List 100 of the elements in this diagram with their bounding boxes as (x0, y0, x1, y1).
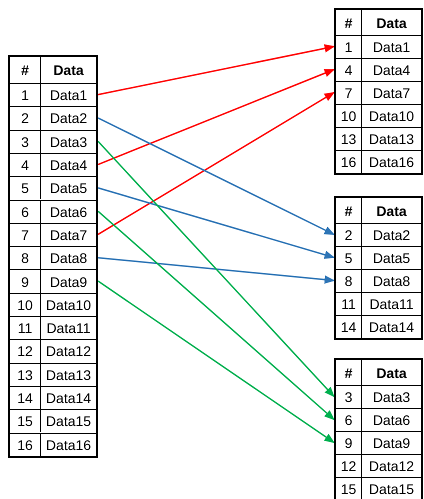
table-row (10, 269, 96, 293)
table-cell: 9 (10, 270, 41, 293)
data-table (334, 358, 423, 499)
table-cell: 2 (10, 107, 41, 130)
table-cell-text: Data15 (368, 480, 416, 499)
table-row (10, 432, 96, 456)
table-cell-text: Data10 (44, 296, 92, 315)
table-cell-text: Data16 (44, 436, 92, 455)
table-cell: 8 (336, 270, 362, 292)
table-row (10, 409, 96, 432)
arrow (98, 187, 335, 259)
data-table (334, 8, 423, 175)
table-cell-text: Data8 (372, 272, 412, 291)
arrow (98, 117, 335, 236)
table-cell: 7 (10, 224, 41, 246)
table-cell: 13 (336, 128, 362, 150)
table-row (10, 176, 96, 200)
table-cell: 14 (336, 316, 362, 338)
table-row (10, 130, 96, 153)
arrow (98, 68, 335, 166)
table-cell-text: Data5 (372, 249, 412, 268)
column-header: Data (52, 61, 85, 80)
table-cell-text: Data11 (45, 319, 92, 338)
table-cell: 16 (10, 434, 41, 456)
table-cell-text: Data9 (372, 434, 412, 453)
table-cell: 2 (336, 224, 362, 246)
table-cell-text: Data16 (368, 153, 416, 172)
table-cell-text: Data13 (44, 366, 92, 385)
column-header: Data (375, 14, 408, 32)
column-header: # (336, 198, 362, 223)
table-row (336, 35, 421, 58)
table-cell-text: Data15 (44, 412, 92, 432)
column-header: Data (375, 364, 408, 382)
table-cell: 6 (336, 409, 362, 431)
table-row (10, 246, 96, 270)
table-row (336, 58, 421, 81)
table-row (10, 222, 96, 246)
arrow (97, 140, 335, 398)
table-cell-text: Data10 (368, 107, 416, 126)
column-header: # (10, 57, 41, 83)
table-row (336, 269, 421, 292)
table-row (336, 127, 421, 150)
table-cell-text: Data11 (368, 295, 415, 314)
table-cell-text: Data9 (48, 272, 88, 292)
table-row (10, 152, 96, 176)
column-header: # (336, 360, 362, 385)
table-row (336, 150, 421, 173)
table-cell-text: Data13 (368, 130, 416, 149)
table-row (10, 386, 96, 410)
table-row (336, 223, 421, 246)
table-cell-text: Data3 (48, 132, 88, 152)
table-row (10, 339, 96, 363)
table-cell-text: Data7 (48, 226, 88, 245)
column-header: Data (375, 202, 408, 220)
table-cell-text: Data12 (368, 457, 416, 476)
table-cell: 11 (10, 317, 41, 340)
table-cell-text: Data6 (372, 411, 412, 430)
table-cell: 5 (10, 177, 41, 200)
table-cell-text: Data14 (44, 389, 92, 408)
table-row (336, 477, 421, 499)
table-row (10, 106, 96, 130)
table-cell-text: Data3 (372, 388, 412, 407)
table-cell: 13 (10, 364, 41, 386)
table-cell: 1 (336, 36, 362, 58)
table-row (10, 200, 96, 223)
table-cell: 5 (336, 247, 362, 269)
data-table (334, 196, 423, 340)
table-row (336, 315, 421, 338)
table-cell-text: Data12 (44, 342, 92, 362)
arrow (98, 257, 336, 284)
table-cell: 3 (336, 386, 362, 408)
table-cell: 16 (336, 151, 362, 173)
table-cell-text: Data7 (372, 84, 412, 103)
table-cell: 11 (336, 293, 362, 315)
table-cell-text: Data8 (48, 249, 88, 268)
table-cell-text: Data5 (48, 179, 88, 198)
table-cell-text: Data14 (368, 318, 416, 337)
table-cell: 15 (336, 478, 362, 499)
table-row (10, 292, 96, 316)
table-row (10, 362, 96, 386)
table-cell: 4 (10, 154, 41, 176)
table-cell: 10 (10, 294, 41, 316)
table-cell-text: Data4 (48, 156, 88, 176)
arrow (98, 210, 335, 420)
table-cell: 12 (10, 340, 41, 363)
table-cell: 15 (10, 410, 41, 432)
table-row (336, 292, 421, 315)
table-row (10, 316, 96, 340)
table-row (10, 83, 96, 106)
table-cell: 8 (10, 247, 41, 270)
table-row (336, 454, 421, 477)
column-header: # (336, 10, 362, 35)
data-table (8, 55, 98, 458)
table-cell-text: Data1 (48, 86, 88, 106)
table-cell-text: Data1 (372, 38, 412, 57)
table-cell: 6 (10, 200, 41, 223)
table-cell: 3 (10, 130, 41, 153)
table-row (336, 408, 421, 431)
arrow (98, 44, 336, 96)
table-cell: 1 (10, 84, 41, 106)
